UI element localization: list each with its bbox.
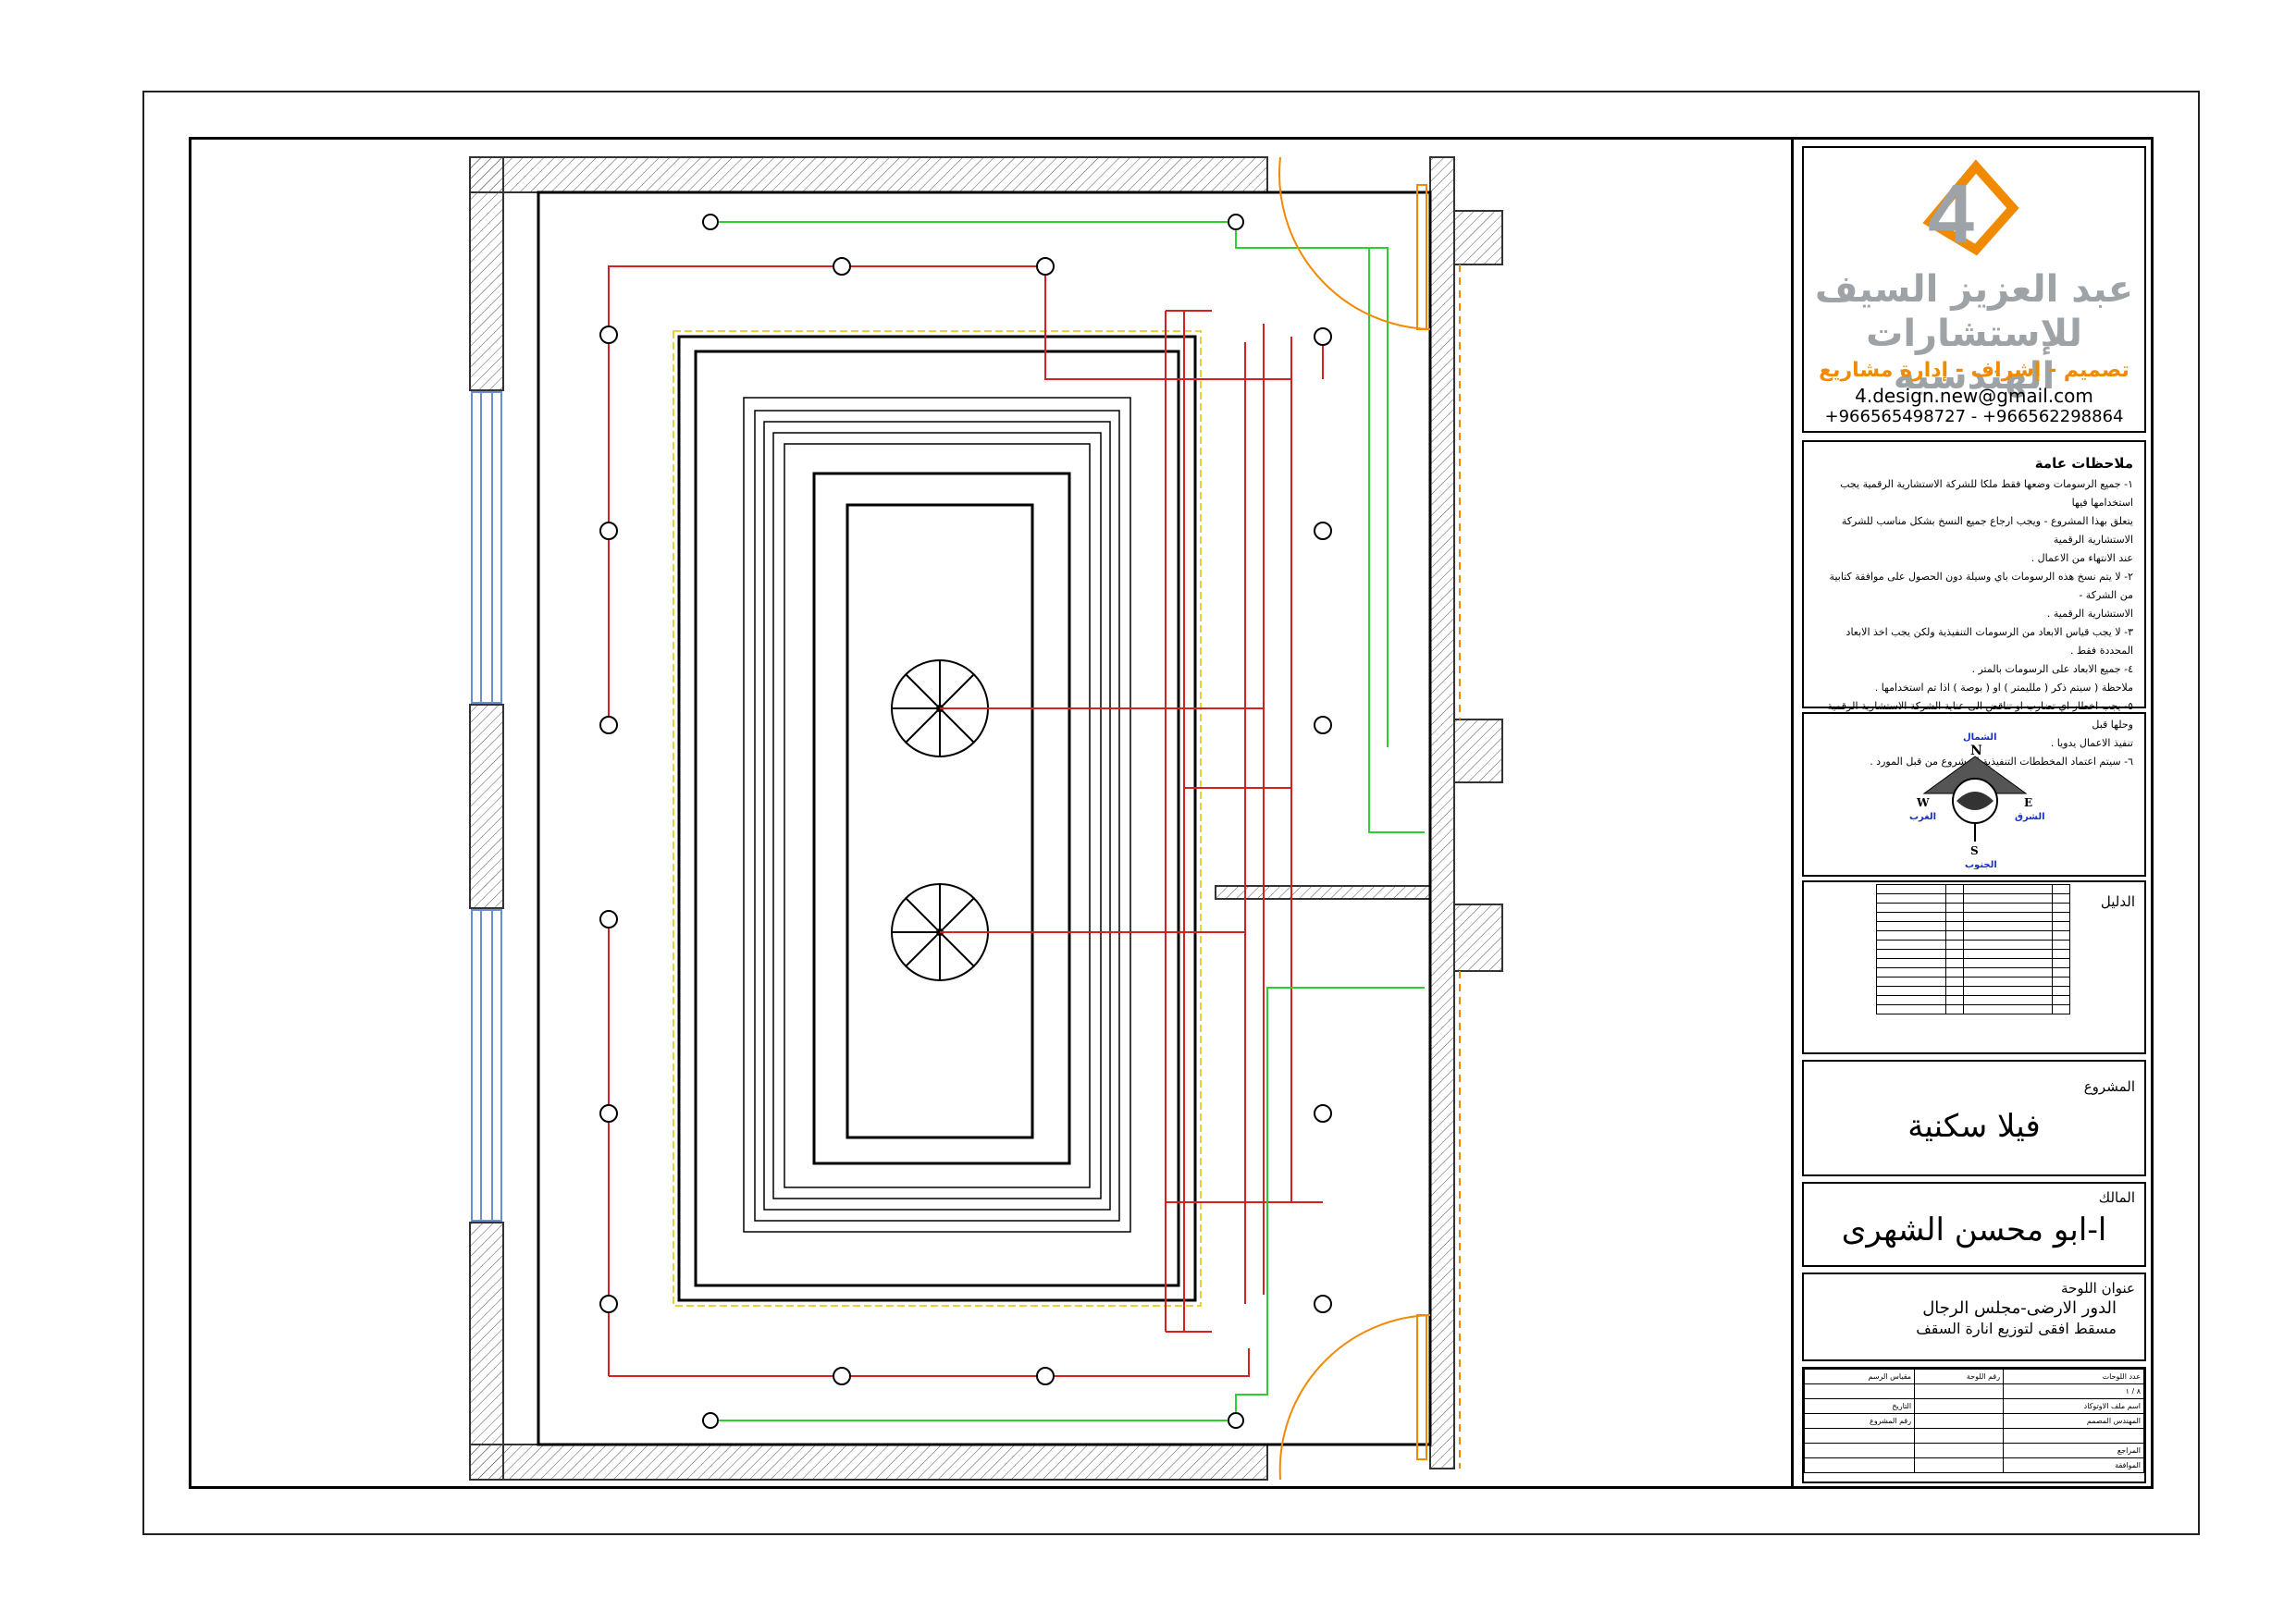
sheet-count-label: عدد اللوحات: [2003, 1369, 2144, 1384]
owner-label: المالك: [2098, 1189, 2135, 1206]
sheet-title-line2: مسقط افقى لتوزيع انارة السقف: [1916, 1320, 2117, 1337]
compass-w: W: [1916, 796, 1930, 809]
sheet-inner-border: [189, 137, 2154, 1489]
sheet-outer-border: [142, 91, 2200, 1535]
light-fixtures: [599, 214, 1332, 1429]
reviewer-label: المراجع: [2003, 1443, 2144, 1458]
note-line: يتعلق بهذا المشروع - ويجب ارجاع جميع الن…: [1841, 515, 2133, 546]
partition: [1215, 885, 1431, 900]
sheet-title-line1: الدور الارضى-مجلس الرجال: [1922, 1298, 2117, 1318]
sheet-title-panel: عنوان اللوحة الدور الارضى-مجلس الرجال مس…: [1802, 1273, 2146, 1361]
scale-label: مقياس الرسم: [1803, 1369, 1916, 1384]
title-block-divider: [1791, 137, 1794, 1489]
right-wall-pier-low: [1453, 904, 1503, 972]
info-table-panel: عدد اللوحات رقم اللوحة مقياس الرسم ٨ / ١…: [1802, 1367, 2146, 1483]
project-name: فيلا سكنية: [1907, 1108, 2041, 1145]
walls: [469, 156, 1503, 1481]
note-line: ٣- لا يجب قياس الابعاد من الرسومات التنف…: [1845, 626, 2133, 657]
owner-panel: المالك ا-ابو محسن الشهرى: [1802, 1182, 2146, 1267]
owner-name: ا-ابو محسن الشهرى: [1841, 1211, 2107, 1248]
windows: [471, 391, 502, 1222]
right-wall-pier-mid: [1453, 719, 1503, 783]
ceiling-lighting-plan: [469, 156, 1503, 1481]
project-no-label: رقم المشروع: [1803, 1413, 1916, 1429]
approval-label: الموافقة: [2003, 1457, 2144, 1473]
company-phones: +966565498727 - +966562298864: [1824, 407, 2124, 426]
ceiling-rectangles: [673, 330, 1202, 1307]
company-services: تصميم - إشراف - إدارة مشاريع: [1819, 359, 2129, 382]
svg-text:4: 4: [1928, 168, 1974, 261]
green-circuits: [710, 221, 1425, 1421]
company-email: 4.design.new@gmail.com: [1855, 385, 2093, 407]
company-logo-icon: 4: [1922, 159, 2019, 261]
left-wall-bottom: [469, 1222, 504, 1481]
company-name-line2: للإستشارات الهندسية: [1866, 313, 2082, 398]
note-line: ٥- يجب اخطار اي تضارب او تناقض الى عناية…: [1827, 700, 2133, 731]
notes-title: ملاحظات عامة: [2034, 455, 2133, 472]
cad-file-label: اسم ملف الاوتوكاد: [2003, 1398, 2144, 1414]
left-wall-top: [469, 156, 504, 391]
compass-s: S: [1970, 844, 1979, 857]
note-line: ٤- جميع الابعاد على الرسومات بالمتر .: [1971, 663, 2133, 675]
project-panel: المشروع فيلا سكنية: [1802, 1060, 2146, 1176]
project-label: المشروع: [2083, 1078, 2135, 1095]
date-label: التاريخ: [1803, 1398, 1916, 1414]
company-name-line1: عبد العزيز السيف: [1814, 268, 2134, 311]
right-wall-pier-top: [1453, 210, 1503, 265]
note-line: ٢- لا يتم نسخ هذه الرسومات باي وسيلة دون…: [1829, 571, 2133, 601]
compass-south-ar: الجنوب: [1965, 860, 1997, 869]
compass-e: E: [2024, 796, 2032, 809]
compass-north-ar: الشمال: [1963, 732, 1997, 743]
note-line: تنفيذ الاعمال يدويا .: [2050, 737, 2133, 749]
compass-icon: N S E W الشمال الجنوب الشرق الغرب: [1909, 732, 2044, 869]
right-wall: [1429, 156, 1455, 1469]
note-line: عند الانتهاء من الاعمال .: [2031, 552, 2133, 564]
info-table: عدد اللوحات رقم اللوحة مقياس الرسم ٨ / ١…: [1803, 1369, 2144, 1473]
sheet-count-value: ٨ / ١: [2003, 1383, 2144, 1399]
compass-n: N: [1970, 744, 1982, 758]
note-line: ١- جميع الرسومات وضعها فقط ملكا للشركة ا…: [1840, 478, 2133, 509]
left-wall-mid: [469, 704, 504, 909]
compass-east-ar: الشرق: [2015, 812, 2044, 822]
bottom-wall: [469, 1444, 1268, 1481]
note-line: ملاحظة ( سيتم ذكر ( ملليمتر ) او ( بوصة …: [1874, 682, 2133, 694]
sheet-title-label: عنوان اللوحة: [2061, 1280, 2135, 1297]
note-line: الاستشارية الرقمية .: [2046, 608, 2133, 620]
legend-title: الدليل: [2100, 893, 2135, 910]
compass-west-ar: الغرب: [1909, 812, 1936, 822]
door-swings: [1278, 156, 1461, 1481]
top-wall: [469, 156, 1268, 193]
engineer-label: المهندس المصمم: [2003, 1413, 2144, 1429]
north-arrow-panel: N S E W الشمال الجنوب الشرق الغرب: [1802, 712, 2146, 877]
general-notes-panel: ملاحظات عامة ١- جميع الرسومات وضعها فقط …: [1802, 440, 2146, 768]
sheet-no-label: رقم اللوحة: [1914, 1369, 2005, 1384]
room-outline: [537, 191, 1432, 1446]
legend-panel: الدليل: [1802, 880, 2146, 1054]
note-line: ٦- سيتم اعتماد المخططات التنفيذية للمشرو…: [1870, 756, 2133, 768]
legend-table: [1876, 884, 2070, 1014]
logo-panel: 4 عبد العزيز السيف للإستشارات الهندسية ت…: [1802, 146, 2146, 433]
